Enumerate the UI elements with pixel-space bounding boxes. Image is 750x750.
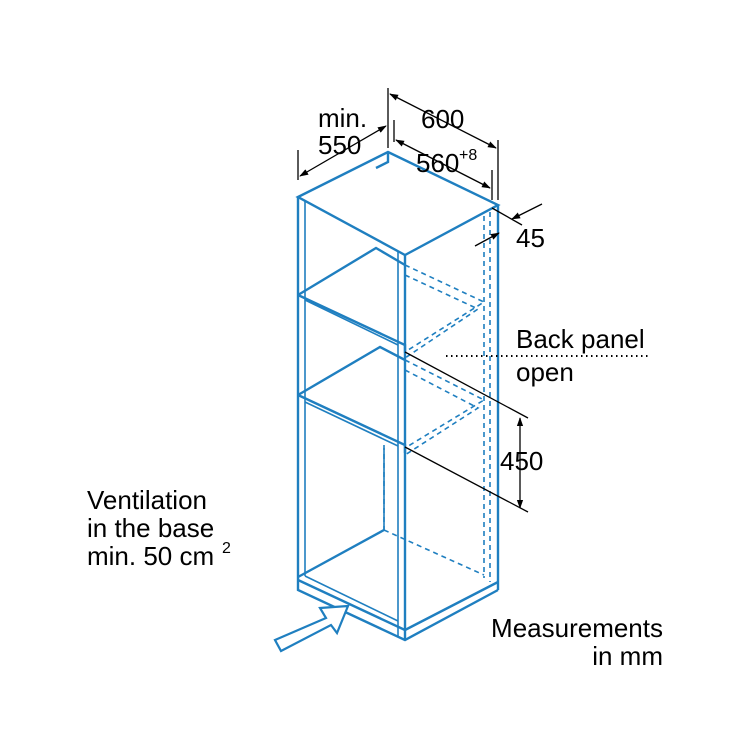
inner-width-dimension-line — [395, 139, 491, 189]
ventilation-arrow-icon — [273, 604, 350, 653]
upper-shelf — [297, 246, 486, 359]
back-panel-label: Back panel — [516, 324, 645, 354]
depth-min-prefix: min. — [318, 103, 367, 133]
ventilation-line-3: min. 50 cm — [87, 541, 214, 571]
top-gap-value: 45 — [516, 223, 545, 253]
bottom-shelf — [297, 528, 485, 632]
back-panel-state: open — [516, 357, 574, 387]
depth-dimension-line — [299, 125, 387, 177]
ventilation-line-2: in the base — [87, 513, 214, 543]
tall-cabinet — [295, 150, 501, 642]
units-line-1: Measurements — [491, 613, 663, 643]
shelf-height-value: 450 — [500, 446, 543, 476]
ventilation-unit-superscript: 2 — [222, 540, 231, 557]
depth-min-value: 550 — [318, 130, 361, 160]
cabinet-top-panel — [295, 150, 501, 257]
top-gap-dimension-line — [511, 203, 543, 220]
labels: min. 550 600 560 +8 45 Back panel open 4… — [87, 103, 663, 671]
width-dimension-line — [389, 93, 497, 149]
middle-shelf — [297, 345, 486, 456]
dimension-lines — [297, 88, 650, 513]
inner-width-value: 560 — [416, 148, 459, 178]
inner-width-tolerance: +8 — [459, 147, 477, 164]
width-value: 600 — [421, 104, 464, 134]
units-line-2: in mm — [592, 641, 663, 671]
ventilation-line-1: Ventilation — [87, 485, 207, 515]
cabinet-base — [296, 580, 499, 642]
